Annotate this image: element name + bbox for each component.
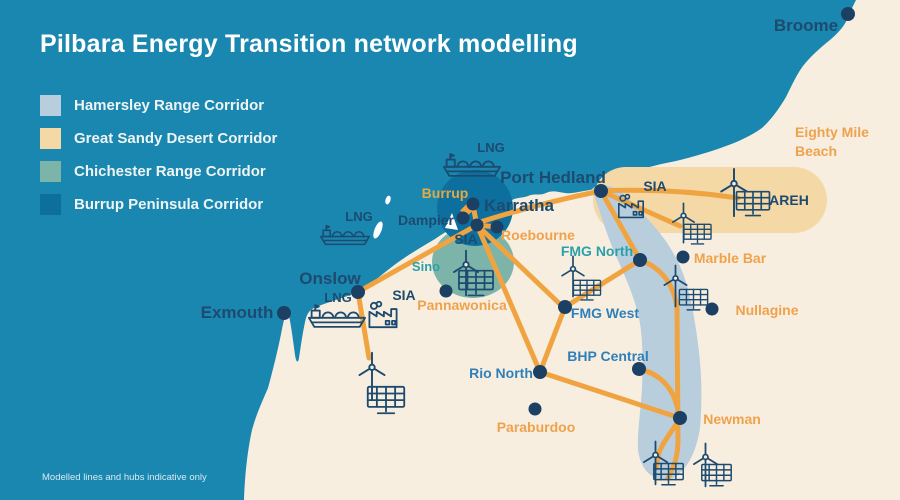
island xyxy=(385,195,391,205)
label-nullagine: Nullagine xyxy=(735,302,798,318)
label-sia-onslow: SIA xyxy=(392,287,415,303)
line-karratha-fmgwest xyxy=(474,222,566,310)
node-marble-bar xyxy=(676,250,690,264)
label-port-hedland: Port Hedland xyxy=(500,168,606,187)
line-karratha-porthedland xyxy=(474,188,604,226)
label-newman: Newman xyxy=(703,411,761,427)
label-lng-karratha: LNG xyxy=(477,140,504,155)
legend-item: Hamersley Range Corridor xyxy=(40,95,277,116)
label-rio-north: Rio North xyxy=(469,365,533,381)
legend-label: Hamersley Range Corridor xyxy=(74,97,265,114)
legend-swatch-chichester xyxy=(40,161,61,182)
land-coastline xyxy=(244,0,900,500)
line-fmgnorth-newman-corridor xyxy=(637,257,681,481)
label-broome: Broome xyxy=(774,16,838,35)
label-areh: AREH xyxy=(769,192,809,208)
label-exmouth: Exmouth xyxy=(201,303,274,322)
legend-item: Chichester Range Corridor xyxy=(40,161,277,182)
node-rio-north xyxy=(533,365,547,379)
label-sia-port-hedland: SIA xyxy=(643,178,666,194)
node-fmg-west xyxy=(558,300,572,314)
line-onslow-south xyxy=(355,289,372,361)
disclaimer-note: Modelled lines and hubs indicative only xyxy=(42,472,207,483)
label-dampier: Dampier xyxy=(398,212,455,228)
node-port-hedland xyxy=(594,184,608,198)
corridor-hamersley-range xyxy=(592,185,702,480)
label-pannawonica: Pannawonica xyxy=(417,297,507,313)
line-fmgnorth-fmgwest xyxy=(562,257,643,310)
legend-label: Burrup Peninsula Corridor xyxy=(74,196,264,213)
line-bhpcentral-newman xyxy=(636,366,683,421)
label-roebourne: Roebourne xyxy=(501,227,575,243)
label-paraburdoo: Paraburdoo xyxy=(497,419,576,435)
label-bhp-central: BHP Central xyxy=(567,348,648,364)
node-exmouth xyxy=(277,306,291,320)
label-lng-onslow: LNG xyxy=(324,290,351,305)
line-porthedland-areh xyxy=(598,187,741,201)
line-porthedland-marblebar xyxy=(598,188,683,229)
legend-label: Chichester Range Corridor xyxy=(74,163,266,180)
node-paraburdoo xyxy=(528,402,542,416)
label-onslow: Onslow xyxy=(299,269,361,288)
label-sino: Sino xyxy=(412,259,440,274)
node-dampier xyxy=(456,211,470,225)
node-karratha-sia-junction xyxy=(470,218,484,232)
label-fmg-north: FMG North xyxy=(561,243,633,259)
node-pannawonica xyxy=(439,284,453,298)
corridor-great-sandy-desert xyxy=(593,167,827,233)
line-onslow-karratha xyxy=(355,222,480,295)
line-fmgwest-rionorth xyxy=(537,304,568,375)
legend-swatch-burrup xyxy=(40,194,61,215)
label-eighty-mile-beach: Beach xyxy=(795,143,837,159)
node-karratha xyxy=(466,197,480,211)
node-broome xyxy=(841,7,855,21)
label-eighty-mile-beach: Eighty Mile xyxy=(795,124,869,140)
hub-nodes xyxy=(277,7,855,425)
line-rionorth-newman xyxy=(537,369,683,421)
place-labels: Broome Eighty Mile Beach Port Hedland Ka… xyxy=(201,16,869,435)
label-lng-west: LNG xyxy=(345,209,372,224)
label-burrup: Burrup xyxy=(422,185,469,201)
node-nullagine xyxy=(705,302,719,316)
node-roebourne xyxy=(490,220,504,234)
node-onslow xyxy=(351,285,365,299)
line-porthedland-fmgnorth xyxy=(598,188,643,263)
legend-item: Great Sandy Desert Corridor xyxy=(40,128,277,149)
page-title: Pilbara Energy Transition network modell… xyxy=(40,30,578,58)
legend: Hamersley Range Corridor Great Sandy Des… xyxy=(40,95,277,227)
label-sia-karratha: SIA xyxy=(454,231,477,247)
legend-item: Burrup Peninsula Corridor xyxy=(40,194,277,215)
label-marble-bar: Marble Bar xyxy=(694,250,767,266)
label-karratha: Karratha xyxy=(484,196,554,215)
node-fmg-north xyxy=(633,253,647,267)
islands xyxy=(373,195,458,239)
legend-label: Great Sandy Desert Corridor xyxy=(74,130,278,147)
island xyxy=(373,221,383,239)
node-bhp-central xyxy=(632,362,646,376)
label-fmg-west: FMG West xyxy=(571,305,640,321)
legend-swatch-great-sandy xyxy=(40,128,61,149)
island xyxy=(445,213,458,230)
node-newman xyxy=(673,411,687,425)
legend-swatch-hamersley xyxy=(40,95,61,116)
line-karratha-rionorth xyxy=(474,222,543,375)
